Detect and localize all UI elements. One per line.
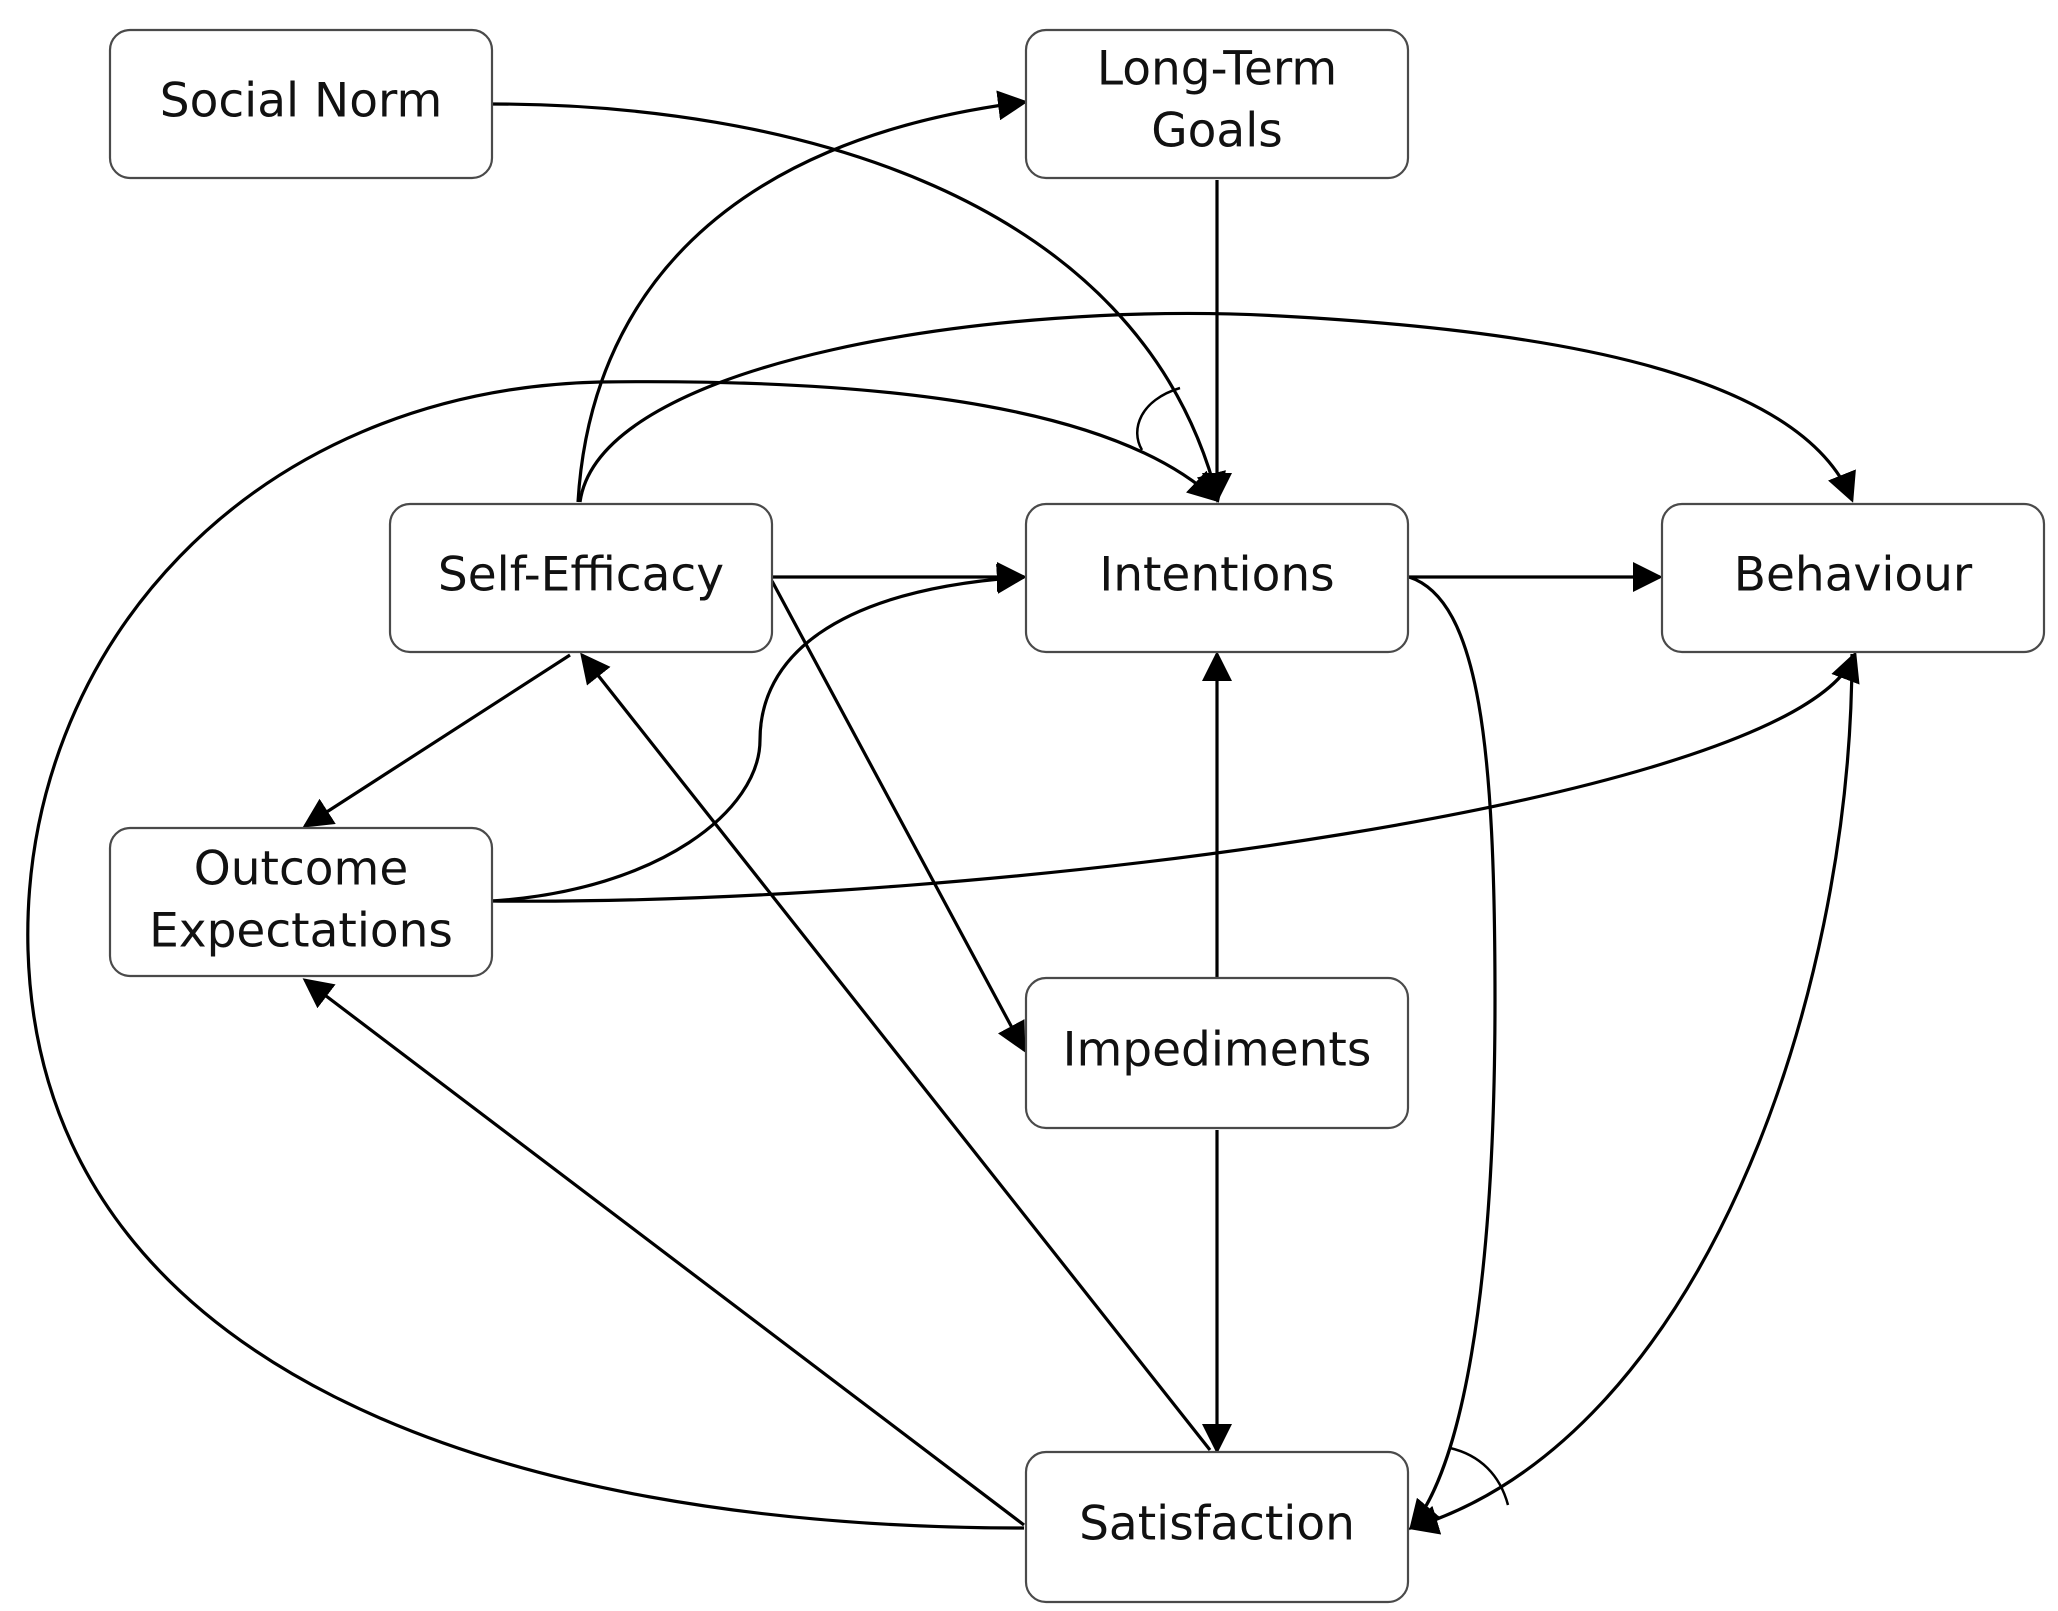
edge-behaviour-to-satisfaction: [1408, 653, 1854, 1535]
node-satisfaction-label: Satisfaction: [1079, 1497, 1355, 1552]
node-outcome-expectations-label-line2: Expectations: [149, 904, 453, 959]
node-long-term-goals-label-line2: Goals: [1151, 104, 1283, 159]
edge-self-efficacy-to-behaviour: [578, 311, 1856, 503]
node-self-efficacy-label: Self-Efficacy: [438, 548, 724, 603]
node-outcome-expectations: Outcome Expectations: [108, 826, 494, 978]
edge-outcome-expectations-to-behaviour: [491, 651, 1860, 903]
edge-self-efficacy-to-impediments: [770, 580, 1026, 1053]
node-impediments: Impediments: [1024, 976, 1410, 1130]
node-behaviour: Behaviour: [1660, 502, 2046, 654]
node-intentions-label: Intentions: [1099, 548, 1334, 603]
edges: [26, 90, 1860, 1535]
edge-self-efficacy-to-outcome-expectations: [302, 653, 571, 828]
node-self-efficacy: Self-Efficacy: [388, 502, 774, 654]
node-outcome-expectations-label-line1: Outcome: [194, 842, 409, 897]
node-intentions: Intentions: [1024, 502, 1410, 654]
edge-satisfaction-to-outcome-expectations: [302, 978, 1025, 1527]
node-long-term-goals-label-line1: Long-Term: [1097, 42, 1337, 97]
interaction-arc-intentions: [1136, 386, 1181, 451]
node-impediments-label: Impediments: [1063, 1023, 1372, 1078]
edge-outcome-expectations-to-intentions: [491, 563, 1027, 903]
interaction-arc-satisfaction: [1449, 1446, 1510, 1506]
edge-satisfaction-to-self-efficacy: [580, 652, 1212, 1451]
edge-self-efficacy-to-long-term-goals: [576, 90, 1028, 503]
edge-social-norm-to-intentions: [491, 102, 1226, 503]
node-behaviour-label: Behaviour: [1734, 548, 1973, 603]
node-social-norm: Social Norm: [108, 28, 494, 180]
edge-intentions-to-satisfaction: [1408, 575, 1497, 1531]
node-long-term-goals: Long-Term Goals: [1024, 28, 1410, 180]
node-social-norm-label: Social Norm: [160, 74, 442, 129]
node-satisfaction: Satisfaction: [1024, 1450, 1410, 1604]
edge-satisfaction-to-intentions: [26, 380, 1219, 1530]
